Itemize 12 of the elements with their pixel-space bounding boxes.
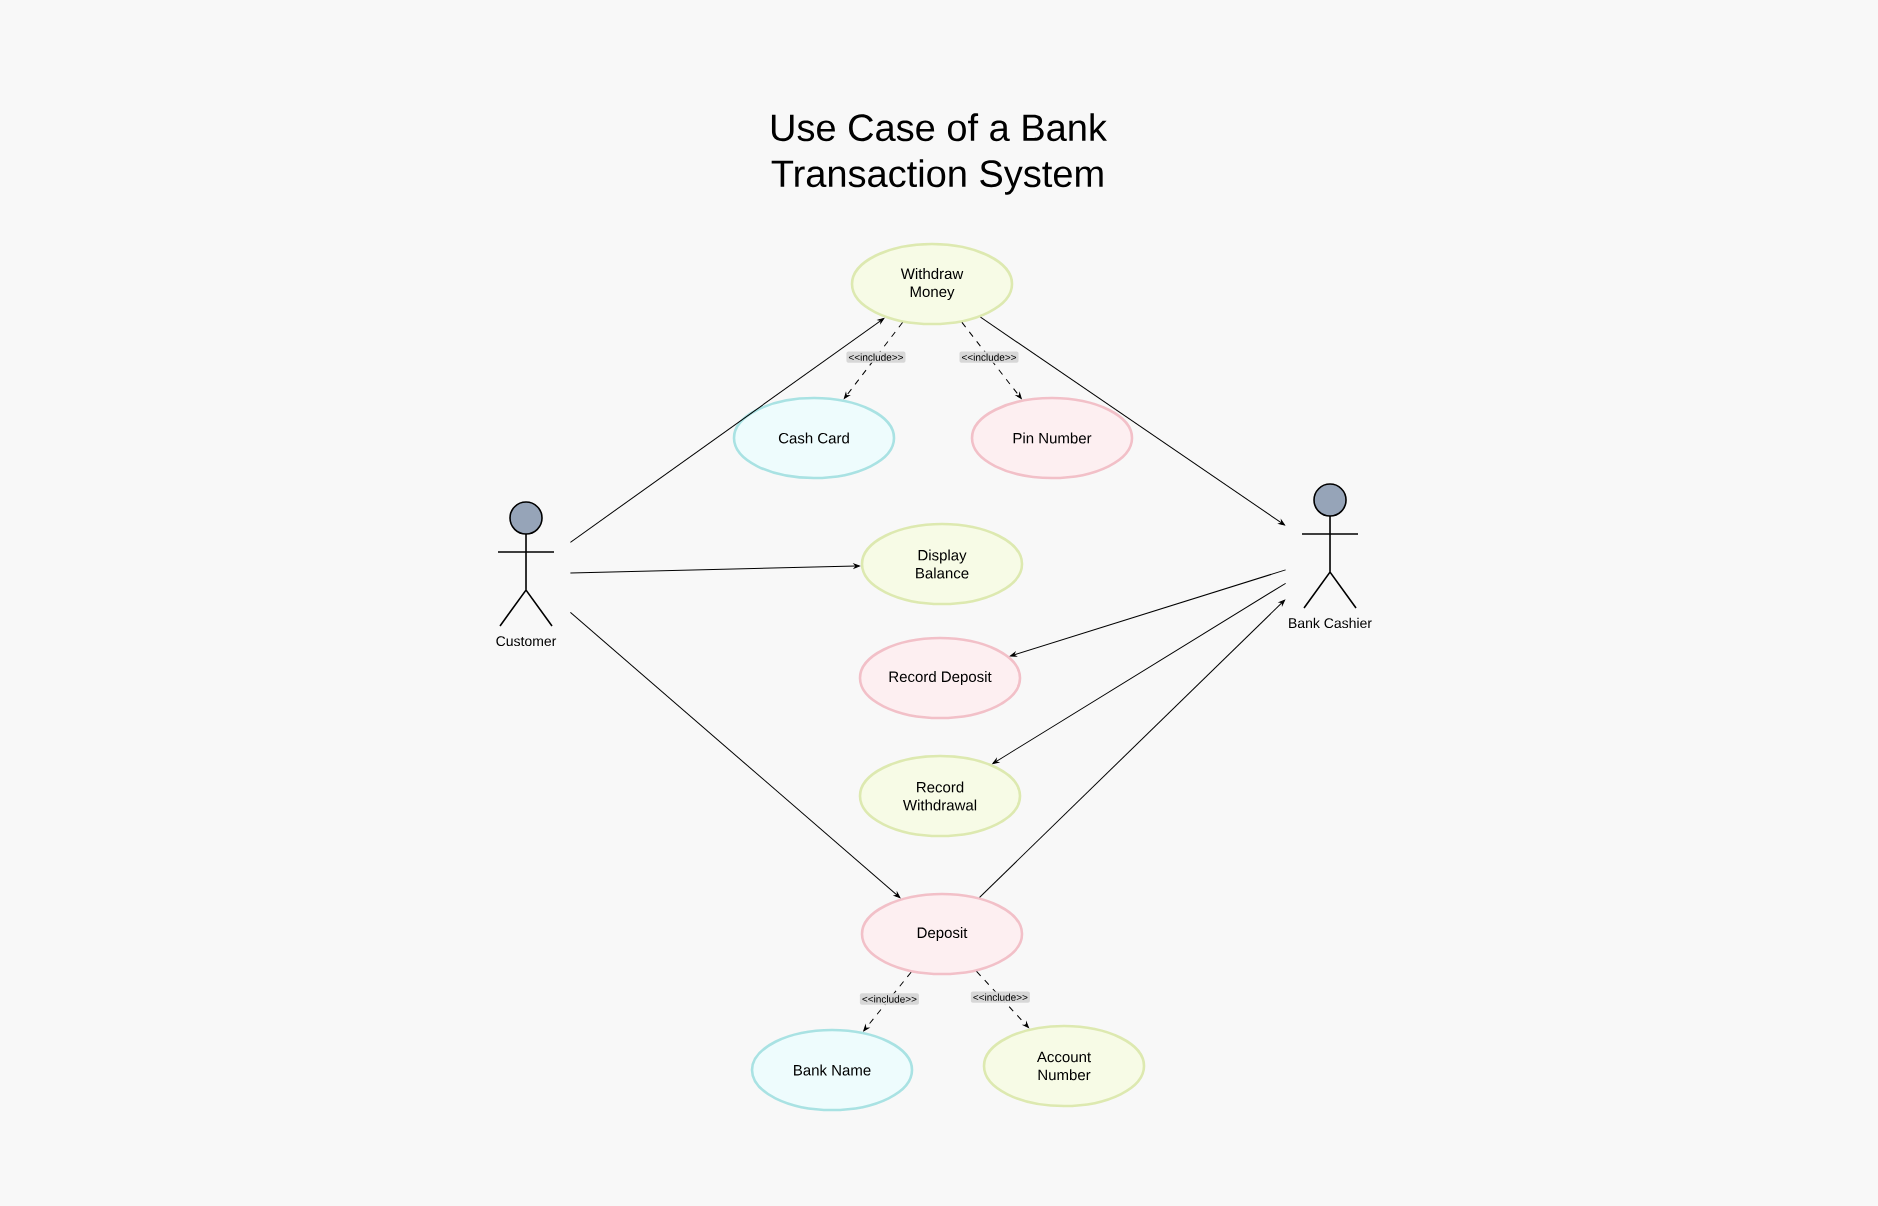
arrow [979, 599, 1286, 898]
arrow [569, 318, 885, 543]
arrow [569, 611, 901, 898]
title: Use Case of a Bank Transaction System [771, 113, 1107, 195]
arrow [980, 316, 1285, 526]
arrow [992, 582, 1287, 764]
arrow [1010, 569, 1287, 657]
arrow [961, 321, 1022, 399]
arrow [569, 563, 860, 574]
arrow [863, 971, 912, 1032]
arrow [976, 970, 1029, 1029]
arrow [843, 322, 903, 399]
